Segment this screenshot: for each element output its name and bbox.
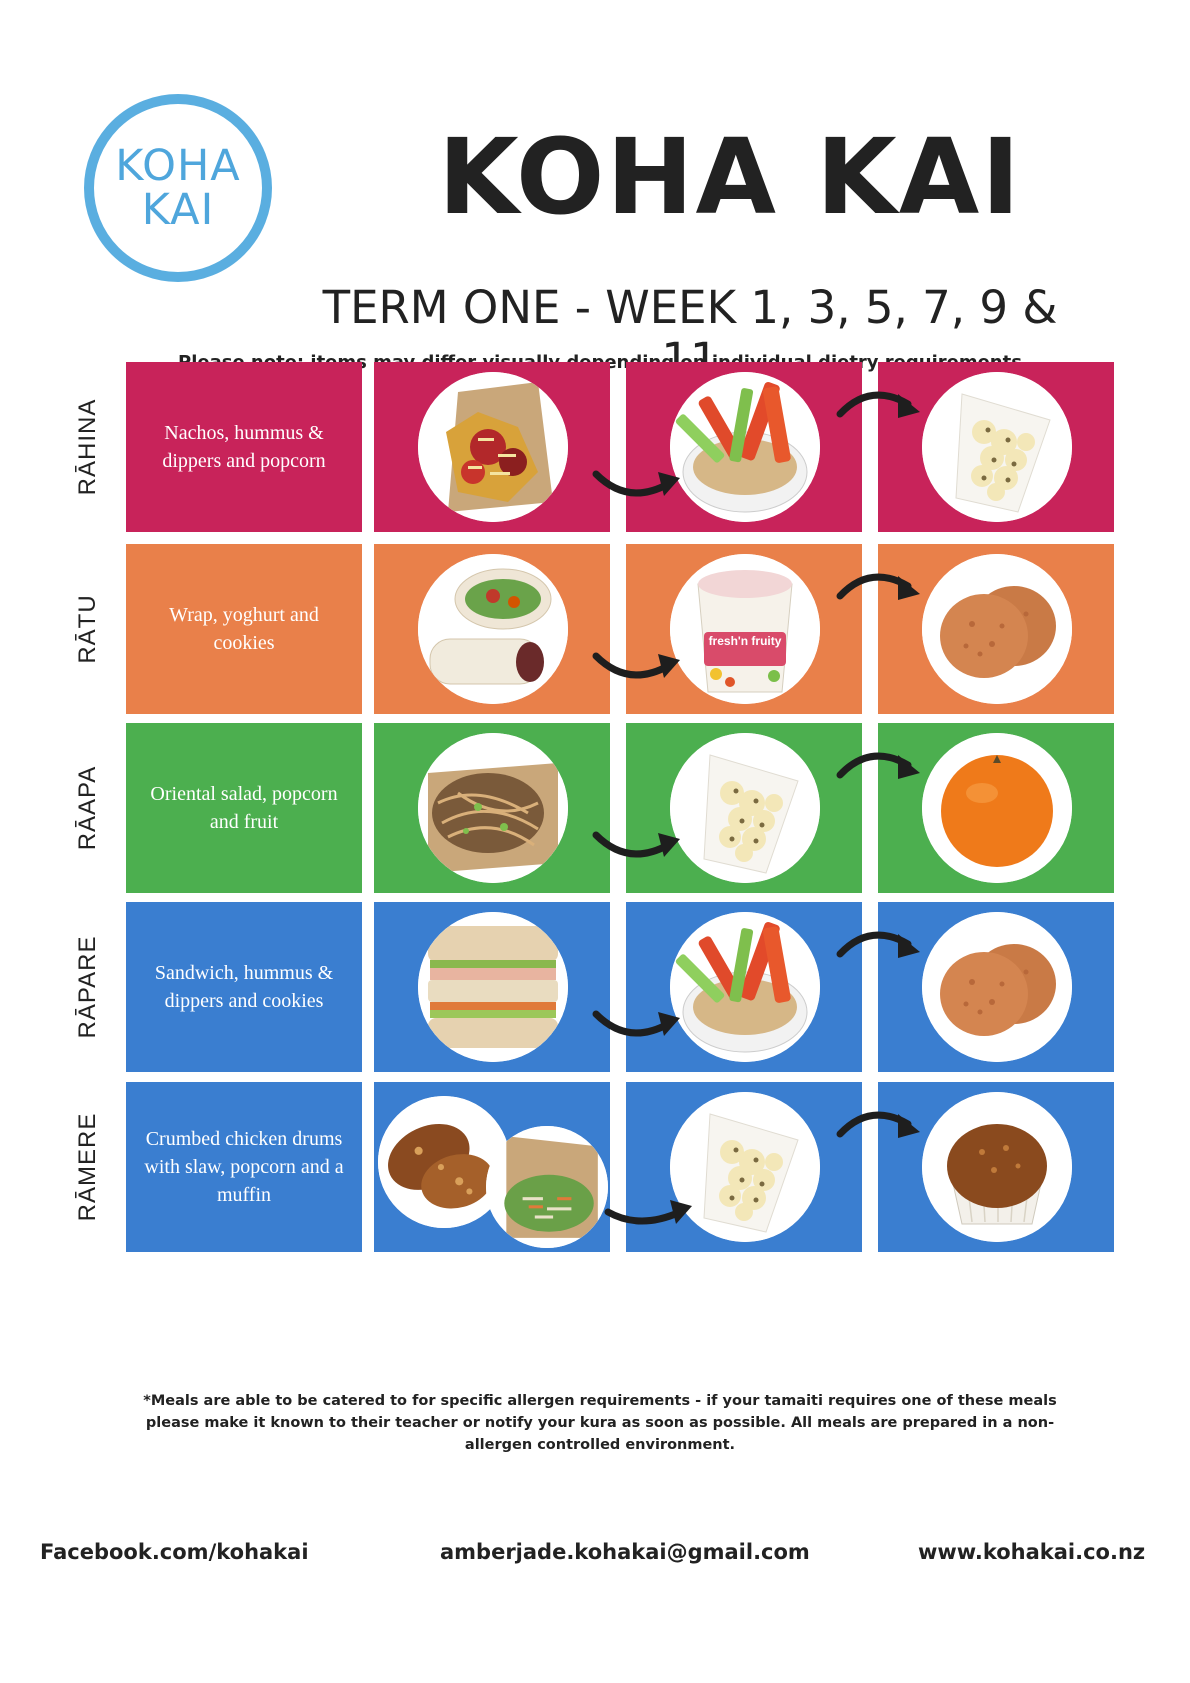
food-tile — [374, 362, 610, 532]
day-label: RĀAPA — [74, 765, 101, 851]
nachos-icon — [418, 372, 568, 522]
page-title: KOHA KAI — [438, 116, 1022, 238]
mandarin-icon — [922, 733, 1072, 883]
meal-description: Nachos, hummus & dippers and popcorn — [126, 362, 362, 532]
food-tile — [626, 723, 862, 893]
food-tile: fresh'n fruity — [626, 544, 862, 714]
hummus-dippers-icon — [670, 372, 820, 522]
day-row-raapa: RĀAPA Oriental salad, popcorn and fruit — [60, 723, 1120, 893]
food-tile — [626, 902, 862, 1072]
food-tile — [878, 902, 1114, 1072]
food-tile — [374, 902, 610, 1072]
popcorn-icon — [922, 372, 1072, 522]
day-label: RĀPARE — [74, 935, 101, 1039]
slaw-icon — [486, 1126, 608, 1248]
day-label: RĀTU — [74, 594, 101, 664]
cookies-icon — [922, 554, 1072, 704]
food-tile — [374, 1082, 610, 1252]
cookies-icon — [922, 912, 1072, 1062]
food-tile — [374, 723, 610, 893]
sandwich-icon — [418, 912, 568, 1062]
meal-description: Crumbed chicken drums with slaw, popcorn… — [126, 1082, 362, 1252]
food-tile — [878, 1082, 1114, 1252]
meal-description: Sandwich, hummus & dippers and cookies — [126, 902, 362, 1072]
email-link[interactable]: amberjade.kohakai@gmail.com — [440, 1540, 810, 1564]
logo-line-1: KOHA — [115, 141, 241, 191]
meal-description: Wrap, yoghurt and cookies — [126, 544, 362, 714]
day-label: RĀMERE — [74, 1112, 101, 1222]
muffin-icon — [922, 1092, 1072, 1242]
food-tile — [374, 544, 610, 714]
koha-kai-logo: KOHA KAI — [84, 94, 272, 282]
food-tile — [626, 362, 862, 532]
allergen-disclaimer: *Meals are able to be catered to for spe… — [143, 1393, 1057, 1453]
popcorn-icon — [670, 733, 820, 883]
wrap-icon — [418, 554, 568, 704]
yoghurt-label: fresh'n fruity — [708, 634, 782, 648]
day-row-rapare: RĀPARE Sandwich, hummus & dippers and co… — [60, 902, 1120, 1072]
food-tile — [626, 1082, 862, 1252]
food-tile — [878, 723, 1114, 893]
chicken-drums-icon — [378, 1096, 510, 1228]
hummus-dippers-icon — [670, 912, 820, 1062]
day-row-ratu: RĀTU Wrap, yoghurt and cookies fresh'n f… — [60, 544, 1120, 714]
salad-icon — [418, 733, 568, 883]
website-link[interactable]: www.kohakai.co.nz — [918, 1540, 1146, 1564]
food-tile — [878, 362, 1114, 532]
yoghurt-icon: fresh'n fruity — [670, 554, 820, 704]
food-tile — [878, 544, 1114, 714]
term-subtitle: TERM ONE - WEEK 1, 3, 5, 7, 9 & 11 — [322, 281, 1058, 386]
facebook-link[interactable]: Facebook.com/kohakai — [40, 1540, 309, 1564]
logo-line-2: KAI — [141, 185, 215, 235]
meal-description: Oriental salad, popcorn and fruit — [126, 723, 362, 893]
popcorn-icon — [670, 1092, 820, 1242]
day-row-rahina: RĀHINA Nachos, hummus & dippers and popc… — [60, 362, 1120, 532]
day-label: RĀHINA — [74, 398, 101, 496]
day-row-ramere: RĀMERE Crumbed chicken drums with slaw, … — [60, 1082, 1120, 1252]
